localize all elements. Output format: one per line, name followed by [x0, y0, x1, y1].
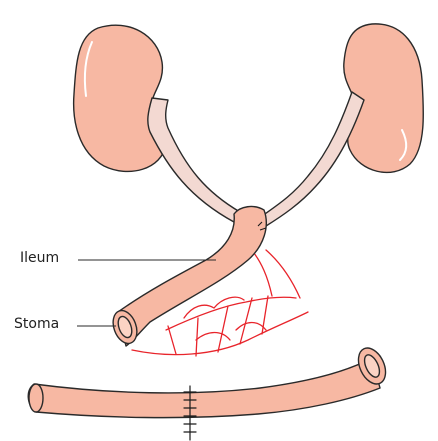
anastomosed-bowel: [28, 344, 391, 440]
label-stoma: Stoma: [14, 316, 59, 332]
ileum-segment: [118, 207, 266, 346]
left-ureter: [148, 98, 240, 222]
right-ureter: [262, 92, 364, 226]
label-stoma-group: Stoma: [14, 316, 116, 332]
label-ileum-group: Ileum: [20, 250, 216, 266]
bowel-end-left: [29, 384, 43, 412]
vessel-branch-2: [250, 248, 300, 298]
vessel-arcade-inner: [166, 297, 296, 330]
ileal-conduit: [109, 207, 266, 347]
bowel-tube: [28, 358, 380, 418]
label-ileum: Ileum: [20, 250, 59, 266]
vessel-branch-1: [168, 296, 268, 356]
